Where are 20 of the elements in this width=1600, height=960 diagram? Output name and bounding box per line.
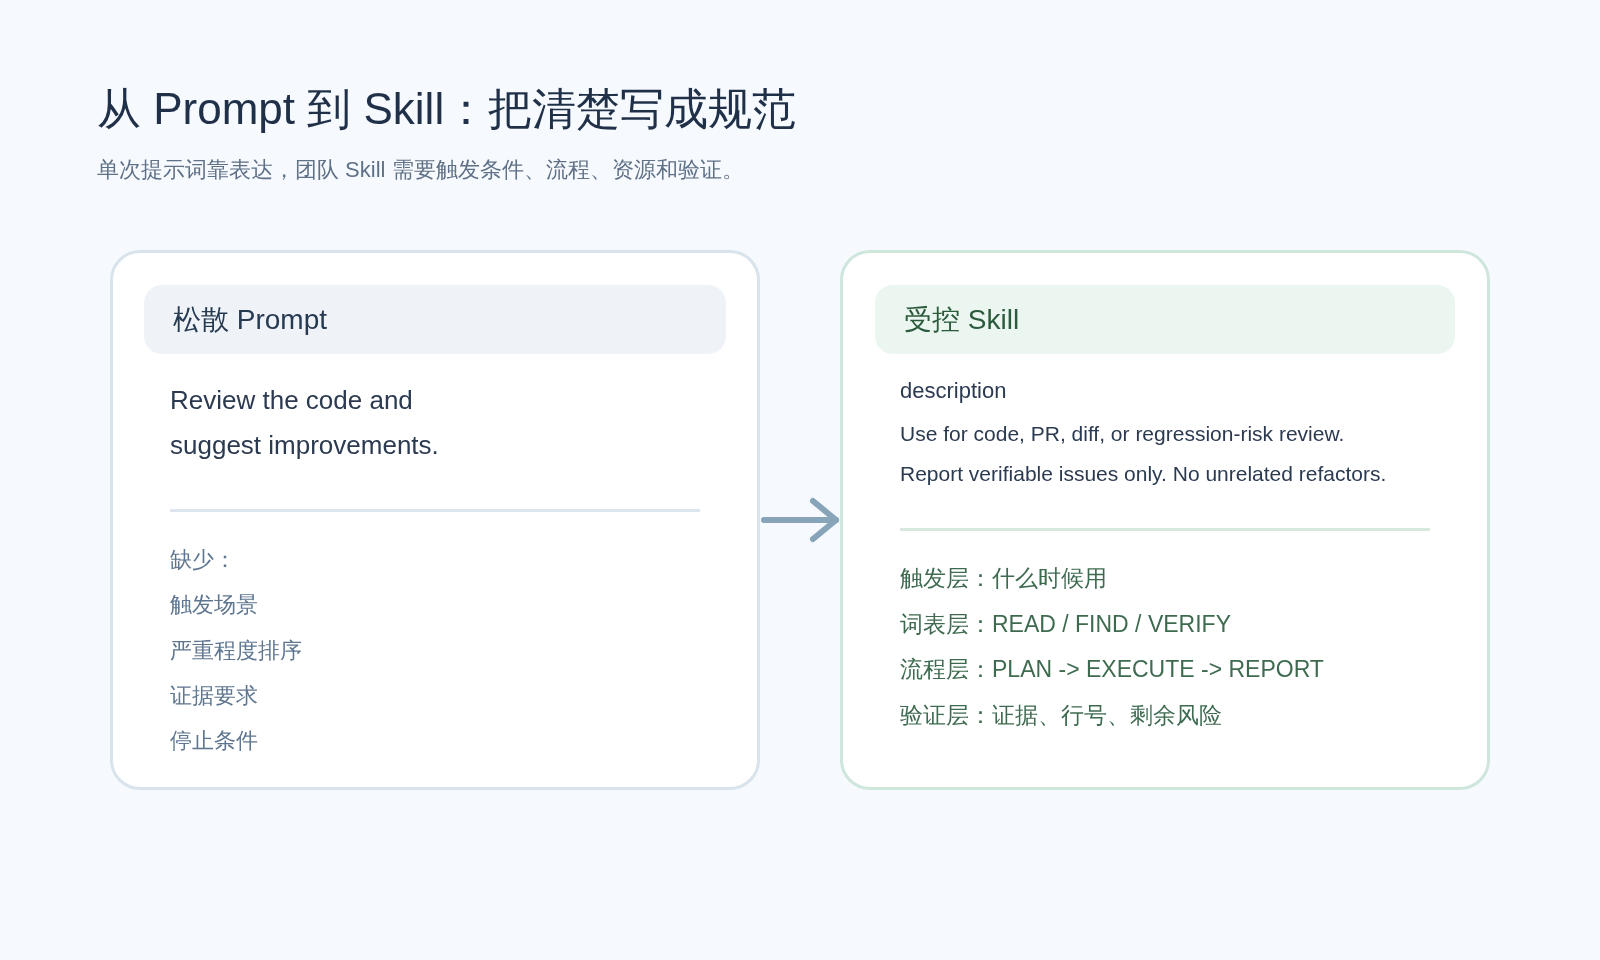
layer-item: 触发层：什么时候用	[900, 564, 1107, 593]
list-item: 严重程度排序	[170, 636, 302, 665]
prompt-card	[110, 250, 760, 790]
list-item: 停止条件	[170, 727, 258, 756]
description-text: Use for code, PR, diff, or regression-risk review.	[900, 421, 1345, 447]
list-item: 触发场景	[170, 591, 258, 620]
arrow	[761, 498, 839, 542]
card-header: 受控 Skill	[875, 285, 1455, 354]
description-text: Report verifiable issues only. No unrelated refactors.	[900, 461, 1387, 487]
layer-item: 验证层：证据、行号、剩余风险	[900, 701, 1222, 731]
title: 从 Prompt 到 Skill：把清楚写成规范	[97, 83, 797, 135]
layer-item: 词表层：READ / FIND / VERIFY	[900, 609, 1231, 639]
card-header: 松散 Prompt	[144, 285, 726, 354]
skill-card	[840, 250, 1490, 790]
subtitle: 单次提示词靠表达，团队 Skill 需要触发条件、流程、资源和验证。	[97, 156, 744, 184]
layer-item: 流程层：PLAN -> EXECUTE -> REPORT	[900, 655, 1324, 685]
list-item: 证据要求	[170, 681, 258, 710]
prompt-text: Review the code and suggest improvements.	[170, 384, 440, 462]
list-heading: 缺少：	[170, 546, 236, 574]
field-label: description	[900, 377, 1007, 405]
